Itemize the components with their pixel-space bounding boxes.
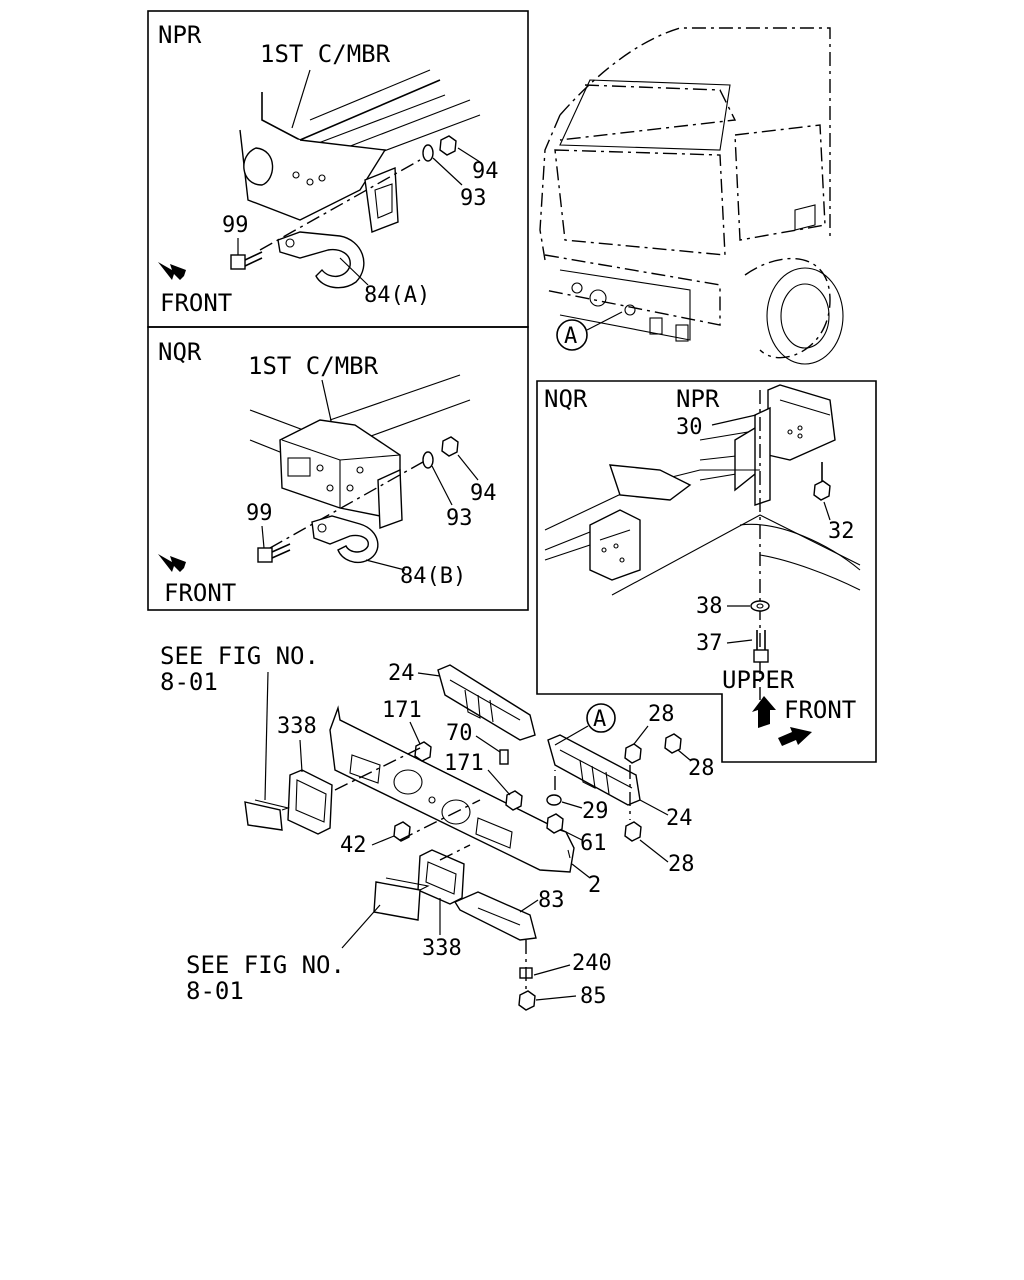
bracket-callout-38: 38 (696, 594, 723, 619)
npr-bolt-axis (259, 159, 421, 251)
callout-29: 29 (582, 799, 609, 824)
nqr-front-label: FRONT (164, 579, 236, 607)
npr-callout-99: 99 (222, 213, 249, 238)
bolt-42 (393, 821, 411, 842)
nqr-washer-93 (422, 451, 434, 469)
callout-70: 70 (446, 721, 473, 746)
clip-70 (499, 749, 509, 765)
callout-85: 85 (580, 984, 607, 1009)
callout-171a: 171 (382, 698, 422, 723)
cover-83 (453, 891, 537, 941)
washer-38 (750, 600, 770, 612)
nqr-tow-hook-panel: NQR 1ST C/MBR (147, 326, 529, 611)
bracket-panel: NQR NPR (536, 380, 877, 763)
callout-61: 61 (580, 831, 607, 856)
bolt-32 (813, 462, 831, 501)
nqr-rail-section (544, 464, 861, 591)
nqr-bolt-99 (257, 543, 291, 563)
bumper-assembly: SEE FIG NO. 8-01 (160, 642, 715, 1011)
callout-28a: 28 (648, 702, 675, 727)
lamp-gasket-338-b (417, 849, 465, 905)
callout-240: 240 (572, 951, 612, 976)
bolt-28-c (624, 821, 642, 842)
see-fig-bottom-line2: 8-01 (186, 977, 244, 1005)
truck-marker-a: A (564, 324, 577, 349)
npr-member-label: 1ST C/MBR (260, 40, 391, 68)
bumper-marker-a-circle (586, 703, 616, 733)
bumper-marker-a: A (593, 707, 606, 732)
bolt-28-b (664, 733, 682, 754)
washer-29 (546, 794, 562, 806)
bracket-front-label: FRONT (784, 696, 856, 724)
callout-24a: 24 (388, 661, 415, 686)
bolt-37 (753, 630, 769, 663)
npr-member-leader (291, 69, 311, 129)
callout-24b: 24 (666, 806, 693, 831)
truck-cab-illustration: A (539, 27, 844, 365)
bumper-2 (329, 705, 575, 873)
callout-2: 2 (588, 873, 601, 898)
nqr-tow-hook-84b (311, 515, 379, 564)
npr-tow-hook-panel: NPR 1ST C/MBR (147, 10, 529, 328)
lamp-gasket-338-a (287, 769, 333, 835)
nqr-front-arrow-icon (158, 554, 186, 572)
npr-bolt-99 (230, 251, 263, 270)
nqr-frame-member (249, 374, 471, 529)
nqr-model-label: NQR (158, 338, 202, 366)
nut-61 (546, 813, 564, 834)
npr-tow-hook-84a (277, 231, 365, 289)
npr-frame-member (239, 69, 481, 233)
lamp-unit-top (244, 799, 290, 831)
npr-model-label: NPR (158, 21, 202, 49)
callout-83: 83 (538, 888, 565, 913)
nqr-callout-84b: 84(B) (400, 564, 466, 589)
npr-front-arrow-icon (158, 262, 186, 280)
bracket-upper-label: UPPER (722, 666, 795, 694)
npr-front-label: FRONT (160, 289, 232, 317)
npr-washer-93 (422, 144, 434, 162)
truck-marker-a-circle (556, 319, 588, 351)
npr-callout-84a: 84(A) (364, 283, 430, 308)
nqr-callout-93: 93 (446, 506, 473, 531)
bracket-callout-30: 30 (676, 415, 703, 440)
npr-nut-94 (439, 135, 457, 156)
nqr-callout-94: 94 (470, 481, 497, 506)
nqr-nut-94 (441, 436, 459, 457)
bracket-24-lower (547, 734, 641, 806)
callout-171b: 171 (444, 751, 484, 776)
see-fig-top-line2: 8-01 (160, 668, 218, 696)
callout-28b: 28 (688, 756, 715, 781)
callout-42: 42 (340, 833, 367, 858)
nqr-panel-frame (147, 326, 529, 611)
bracket-model-nqr: NQR (544, 385, 588, 413)
npr-callout-94: 94 (472, 159, 499, 184)
callout-338b: 338 (422, 936, 462, 961)
nqr-callout-99: 99 (246, 501, 273, 526)
npr-callout-93: 93 (460, 186, 487, 211)
nqr-member-label: 1ST C/MBR (248, 352, 379, 380)
front-arrow-icon (778, 727, 812, 746)
npr-rail-section (699, 384, 836, 506)
bracket-callout-37: 37 (696, 631, 723, 656)
bracket-24-upper (437, 664, 536, 741)
bracket-model-npr: NPR (676, 385, 720, 413)
see-fig-top-line1: SEE FIG NO. (160, 642, 319, 670)
callout-338a: 338 (277, 714, 317, 739)
bracket-panel-frame (536, 380, 877, 763)
nut-171-b (505, 790, 523, 811)
upper-arrow-icon (752, 696, 776, 728)
nut-171-a (414, 741, 432, 762)
lamp-unit-bottom (373, 877, 430, 921)
bracket-callout-32: 32 (828, 519, 855, 544)
bolt-85 (518, 990, 536, 1011)
callout-28c: 28 (668, 852, 695, 877)
see-fig-bottom-line1: SEE FIG NO. (186, 951, 345, 979)
bolt-28-a (624, 743, 642, 764)
